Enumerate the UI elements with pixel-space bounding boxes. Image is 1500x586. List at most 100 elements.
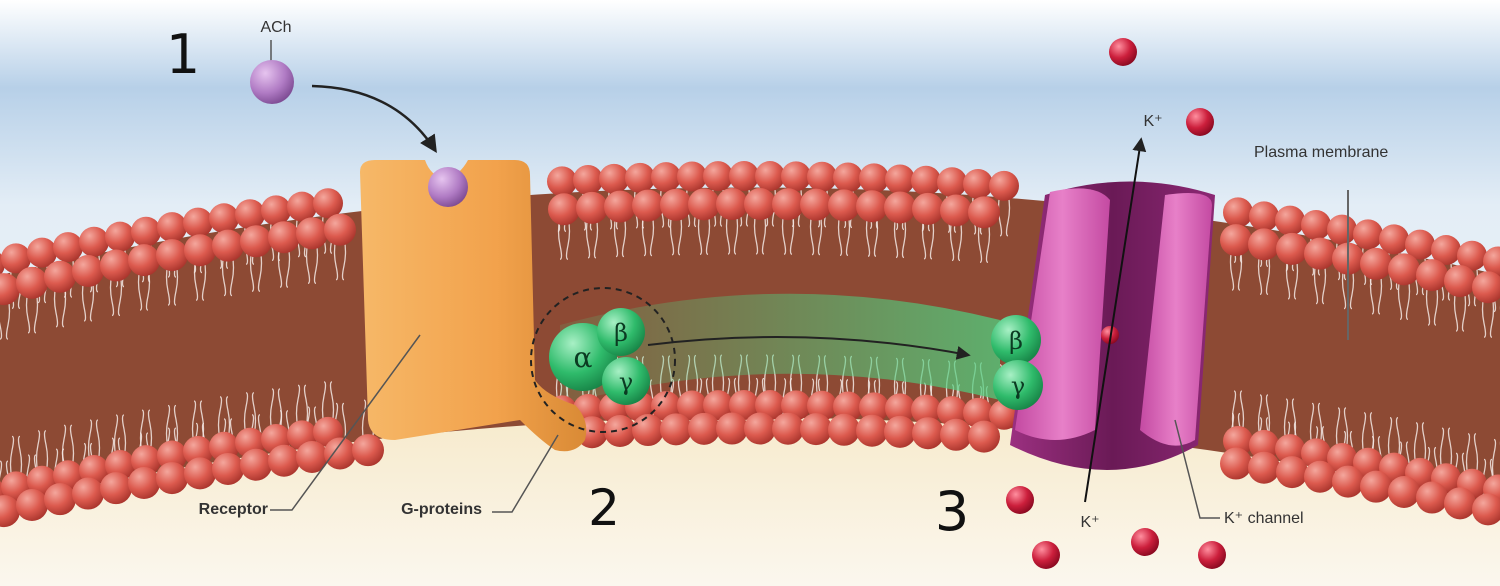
receptor-label: Receptor (199, 501, 268, 518)
lipid-head (937, 396, 967, 427)
lipid-head (261, 195, 291, 226)
ach-molecule (250, 40, 294, 104)
lipid-tail (677, 212, 683, 256)
lipid-head (1353, 447, 1383, 478)
lipid-tail (341, 237, 347, 281)
lipid-head (885, 164, 915, 195)
lipid-head (859, 392, 889, 423)
lipid-tail (1491, 438, 1497, 482)
lipid-head (1223, 197, 1253, 228)
lipid-head (209, 203, 239, 234)
lipid-tail (329, 381, 335, 425)
lipid-head (660, 413, 692, 446)
lipid-tail (0, 297, 3, 340)
lipid-head (287, 191, 317, 222)
lipid-head (105, 449, 135, 480)
lipid-tail (1005, 193, 1011, 237)
lipid-head (859, 163, 889, 194)
lipid-tail (95, 419, 101, 463)
lipid-tail (725, 211, 731, 255)
lipid-tail (957, 218, 963, 262)
lipid-tail (1465, 433, 1471, 476)
lipid-head (573, 165, 603, 196)
lipid-head (800, 188, 832, 221)
lipid-tail (1257, 394, 1263, 438)
lipid-tail (901, 215, 907, 259)
lipid-head (313, 188, 343, 219)
lipid-tail (1433, 282, 1439, 326)
lipid-head (72, 477, 104, 510)
k-plus-top-label: K⁺ (1143, 113, 1162, 130)
lipid-head (755, 390, 785, 421)
lipid-tail (321, 381, 327, 425)
lipid-tail (1395, 417, 1401, 460)
lipid-head (744, 188, 776, 221)
lipid-head (828, 189, 860, 222)
lipid-head (131, 445, 161, 476)
lipid-tail (113, 414, 119, 458)
lipid-head (632, 189, 664, 222)
lipid-tail (771, 183, 777, 227)
lipid-head (703, 161, 733, 192)
lipid-head (184, 457, 216, 490)
lipid-tail (557, 217, 563, 260)
lipid-tail (249, 249, 255, 292)
lipid-tail (1447, 427, 1453, 471)
k-channel-leader (1174, 419, 1220, 519)
lipid-tail (303, 384, 309, 428)
lipid-tail (1293, 256, 1299, 300)
lipid-tail (33, 290, 39, 334)
lipid-tail (997, 193, 1003, 237)
lipid-tail (837, 213, 843, 257)
lipid-tail (1397, 277, 1403, 321)
lipid-tail (221, 253, 227, 297)
lipid-head (1444, 265, 1476, 298)
lipid-head (833, 391, 863, 422)
lipid-head (604, 190, 636, 223)
lipid-head (1220, 224, 1252, 257)
lipid-tail (1343, 407, 1349, 451)
lipid-head (548, 193, 580, 226)
lipid-tail (1453, 288, 1459, 332)
lipid-head (911, 165, 941, 196)
lipid-head (105, 221, 135, 252)
lipid-head (885, 393, 915, 424)
lipid-tail (1335, 407, 1341, 451)
lipid-tail (845, 213, 851, 257)
lipid-head (744, 412, 776, 445)
lipid-head (16, 266, 48, 299)
lipid-tail (809, 212, 815, 256)
lipid-tail (165, 262, 171, 306)
lipid-tail (789, 212, 795, 255)
lipid-tail (585, 215, 591, 259)
g-protein-highlight (530, 287, 676, 433)
lipid-head (128, 244, 160, 277)
step-3-marker: 3 (935, 480, 969, 543)
lipid-head (772, 188, 804, 221)
lipid-tail (173, 404, 179, 448)
lipid-head (1249, 429, 1279, 460)
lipid-head (604, 415, 636, 448)
lipid-tail (193, 258, 199, 301)
lipid-tail (69, 424, 75, 468)
lipid-tail (697, 212, 703, 255)
lipid-head (1223, 425, 1253, 456)
lipid-head (1483, 246, 1500, 277)
lipid-tail (669, 212, 675, 256)
lipid-head (599, 163, 629, 194)
lipid-head (547, 166, 577, 197)
lipid-head (183, 207, 213, 238)
lipid-head (937, 167, 967, 198)
ach-label: ACh (260, 19, 291, 36)
lipid-tail (921, 216, 927, 260)
lipid-head (912, 192, 944, 225)
lipid-tail (1313, 261, 1319, 305)
lipid-tail (9, 435, 15, 479)
moved-beta-label: β (1009, 327, 1023, 355)
lipid-tail (121, 414, 127, 458)
lipid-head (716, 188, 748, 221)
lipid-head (1379, 224, 1409, 255)
lipid-tail (1265, 252, 1271, 296)
potassium-ions (1006, 38, 1226, 569)
